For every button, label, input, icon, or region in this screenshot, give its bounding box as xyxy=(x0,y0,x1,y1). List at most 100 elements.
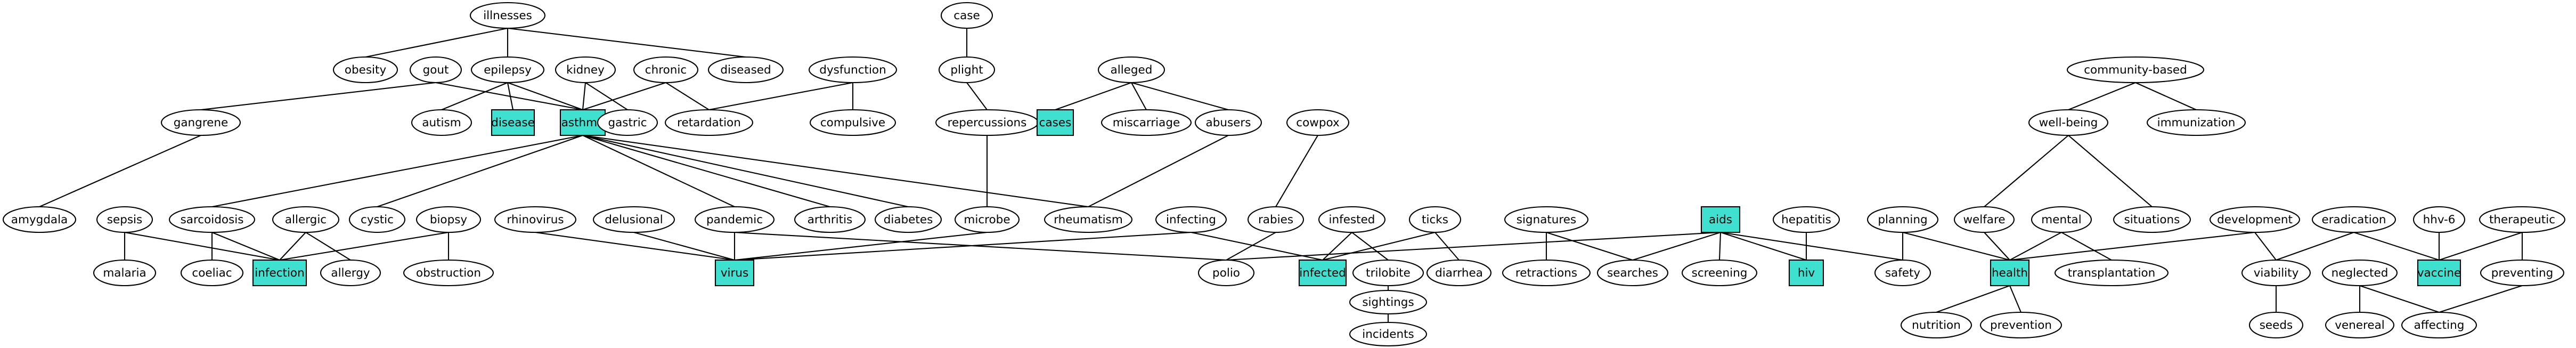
node-ellipse xyxy=(2113,206,2191,233)
node-kidney: kidney xyxy=(555,56,616,84)
node-label: neglected xyxy=(2332,266,2388,280)
node-cystic: cystic xyxy=(348,206,406,233)
node-compulsive: compulsive xyxy=(809,109,896,136)
node-ellipse xyxy=(2031,206,2092,233)
edge-eradication-viability xyxy=(2276,232,2354,261)
edge-aids-searches xyxy=(1632,231,1721,261)
node-label: well-being xyxy=(2039,116,2098,130)
node-rabies: rabies xyxy=(1247,206,1305,233)
edge-chronic-asthma xyxy=(582,82,666,110)
node-ellipse xyxy=(411,109,472,136)
node-repercussions: repercussions xyxy=(935,109,1039,136)
node-ellipse xyxy=(2054,259,2169,287)
node-label: compulsive xyxy=(820,116,885,130)
node-label: venereal xyxy=(2335,319,2385,332)
node-diseased: diseased xyxy=(707,56,784,84)
node-label: alleged xyxy=(1111,63,1153,77)
node-label: welfare xyxy=(1963,213,2005,226)
node-ellipse xyxy=(1247,206,1305,233)
node-ellipse xyxy=(1155,206,1227,233)
node-ellipse xyxy=(168,206,256,233)
node-ellipse xyxy=(597,109,658,136)
node-label: biopsy xyxy=(430,213,468,226)
node-label: autism xyxy=(422,116,461,130)
node-searches: searches xyxy=(1596,259,1669,287)
node-ellipse xyxy=(1100,109,1192,136)
edge-therapeutic-vaccine xyxy=(2439,232,2523,261)
edge-community_based-well_being xyxy=(2068,82,2136,110)
node-illnesses: illnesses xyxy=(469,2,546,29)
node-rheumatism: rheumatism xyxy=(1044,206,1133,233)
node-label: illnesses xyxy=(483,9,532,22)
node-obesity: obesity xyxy=(332,56,398,84)
node-incidents: incidents xyxy=(1349,321,1428,347)
node-ellipse xyxy=(2479,206,2566,233)
node-label: nutrition xyxy=(1912,319,1961,332)
node-ellipse xyxy=(1772,206,1840,233)
edge-layer xyxy=(39,27,2523,322)
node-ellipse xyxy=(809,109,896,136)
node-gastric: gastric xyxy=(597,109,658,136)
node-label: retractions xyxy=(1515,266,1577,280)
node-label: prevention xyxy=(1990,319,2052,332)
node-case: case xyxy=(940,2,993,29)
node-ellipse xyxy=(2321,259,2398,287)
edge-rabies-polio xyxy=(1226,232,1276,261)
node-label: cowpox xyxy=(1296,116,1340,130)
node-polio: polio xyxy=(1197,259,1255,287)
edge-aids-safety xyxy=(1720,231,1903,261)
node-autism: autism xyxy=(411,109,472,136)
node-ellipse xyxy=(940,2,993,29)
node-malaria: malaria xyxy=(93,259,157,287)
node-label: safety xyxy=(1885,266,1921,280)
node-cowpox: cowpox xyxy=(1286,109,1350,136)
node-ellipse xyxy=(633,56,699,84)
node-label: mental xyxy=(2041,213,2081,226)
node-label: hepatitis xyxy=(1781,213,1831,226)
node-label: situations xyxy=(2124,213,2180,226)
edge-cowpox-rabies xyxy=(1275,135,1318,207)
edge-mental-transplantation xyxy=(2061,232,2112,261)
edge-planning-health xyxy=(1902,231,2010,261)
node-label: eradication xyxy=(2321,213,2386,226)
edge-health-nutrition xyxy=(1936,285,2010,313)
node-ellipse xyxy=(409,56,462,84)
node-box xyxy=(1990,259,2030,287)
node-label: delusional xyxy=(605,213,663,226)
node-preventing: preventing xyxy=(2480,259,2565,287)
node-plight: plight xyxy=(938,56,996,84)
node-label: therapeutic xyxy=(2489,213,2555,226)
node-ellipse xyxy=(2146,109,2246,136)
edge-signatures-searches xyxy=(1546,232,1633,261)
node-ellipse xyxy=(1979,311,2063,339)
node-ellipse xyxy=(664,109,754,136)
edge-ticks-diarrhea xyxy=(1434,232,1460,261)
node-label: diarrhea xyxy=(1435,266,1483,280)
node-label: allergic xyxy=(285,213,327,226)
node-label: vaccine xyxy=(2417,266,2461,280)
node-label: case xyxy=(953,9,980,22)
edge-allergic-infection xyxy=(279,232,306,261)
node-ellipse xyxy=(1408,206,1462,233)
node-box xyxy=(1298,259,1347,287)
node-label: screening xyxy=(1692,266,1748,280)
edge-delusional-virus xyxy=(633,231,735,261)
node-label: aids xyxy=(1709,213,1732,226)
node-immunization: immunization xyxy=(2146,109,2246,136)
node-hepatitis: hepatitis xyxy=(1772,206,1840,233)
edge-preventing-affecting xyxy=(2439,285,2523,313)
edge-asthma-rheumatism xyxy=(582,134,1089,208)
node-label: diseased xyxy=(720,63,771,77)
node-label: rhinovirus xyxy=(507,213,564,226)
node-box xyxy=(2417,259,2461,287)
node-allergic: allergic xyxy=(272,206,340,233)
node-label: rheumatism xyxy=(1054,213,1123,226)
node-ellipse xyxy=(96,206,153,233)
edge-pandemic-polio xyxy=(734,231,1227,261)
node-ellipse xyxy=(415,206,482,233)
node-ellipse xyxy=(1197,259,1255,287)
node-eradication: eradication xyxy=(2311,206,2396,233)
